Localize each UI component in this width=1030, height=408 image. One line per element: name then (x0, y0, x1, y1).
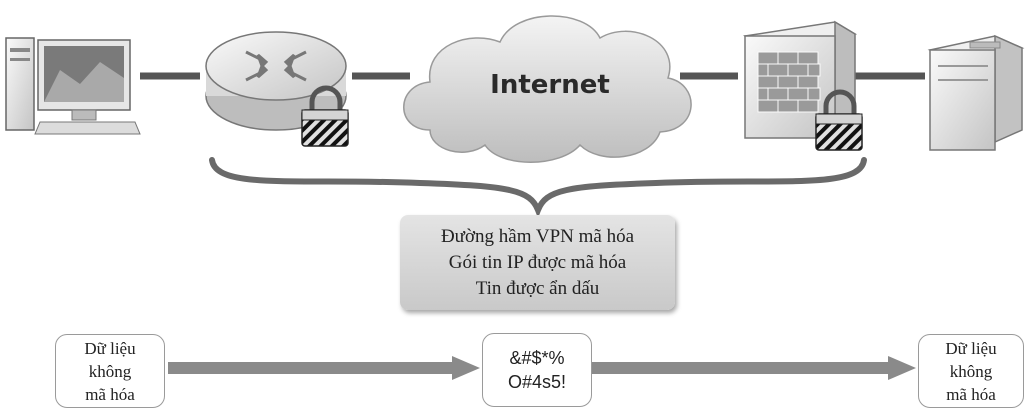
vpn-tunnel-box: Đường hầm VPN mã hóa Gói tin IP được mã … (400, 215, 675, 310)
ciphertext-box: &#$*% O#4s5! (482, 333, 592, 407)
cloud-icon (403, 15, 692, 163)
tunnel-brace (209, 157, 867, 219)
plaintext-line: không (949, 361, 993, 381)
plaintext-line: mã hóa (85, 384, 135, 404)
internet-label: Internet (490, 70, 610, 100)
ciphertext-line: O#4s5! (507, 372, 567, 392)
lock-icon (815, 89, 863, 151)
server-icon (927, 34, 1025, 151)
desktop-computer-icon (5, 37, 141, 135)
plaintext-line: không (88, 361, 132, 381)
arrow-head-icon (452, 356, 480, 380)
plaintext-line: Dữ liệu (945, 338, 997, 358)
tunnel-line: Đường hầm VPN mã hóa (440, 225, 635, 247)
data-flow-arrows (168, 356, 916, 380)
ciphertext-line: &#$*% (509, 348, 565, 368)
firewall-icon (743, 20, 858, 140)
tunnel-line: Tin được ẩn dấu (475, 277, 600, 299)
plaintext-line: Dữ liệu (84, 338, 136, 358)
arrow-head-icon (888, 356, 916, 380)
tunnel-line: Gói tin IP được mã hóa (448, 251, 627, 273)
lock-icon (301, 85, 349, 147)
plaintext-box-left: Dữ liệu không mã hóa (55, 334, 165, 408)
plaintext-line: mã hóa (946, 384, 996, 404)
plaintext-box-right: Dữ liệu không mã hóa (918, 334, 1024, 408)
